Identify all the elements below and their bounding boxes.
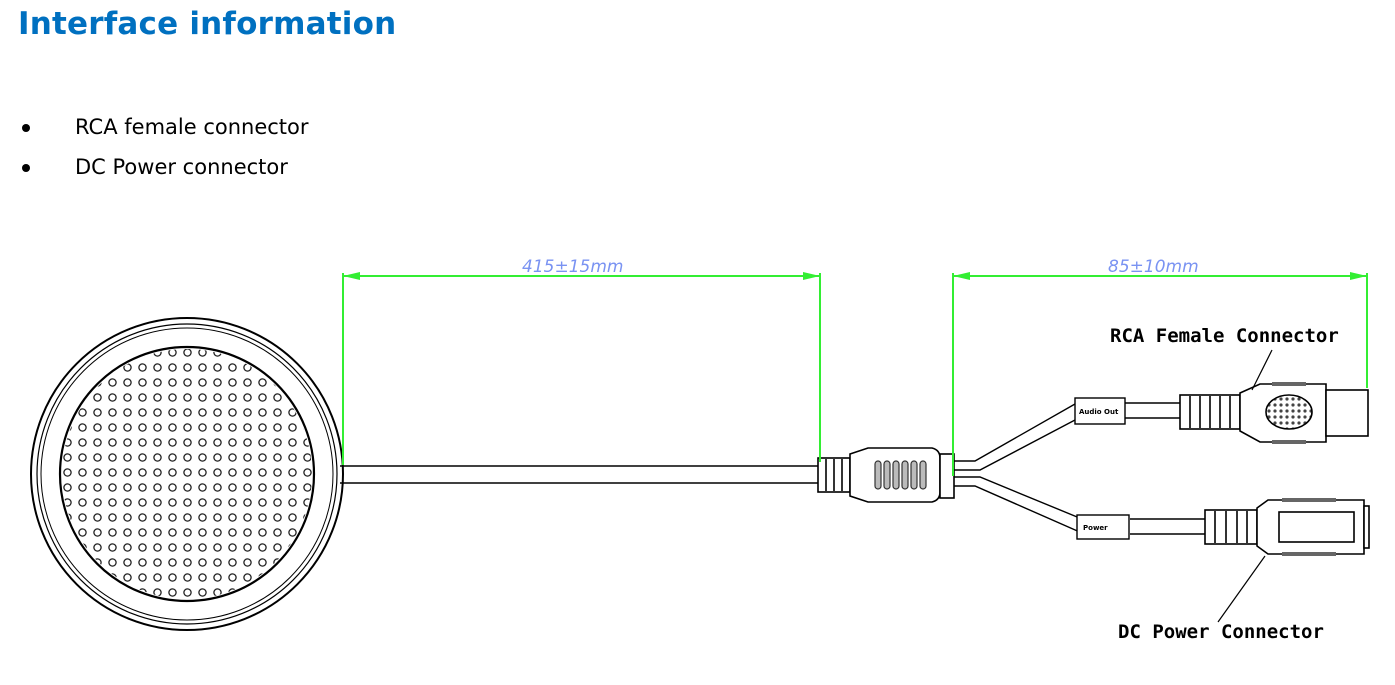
dimension-cable-label: 415±15mm — [522, 257, 623, 277]
callout-leaders — [1217, 349, 1273, 623]
section-heading: Interface information — [18, 6, 397, 42]
dimension-pigtail-length — [952, 272, 1368, 476]
main-cable — [340, 465, 822, 484]
microphone-icon — [30, 317, 344, 631]
bullet-label: DC Power connector — [75, 155, 288, 179]
bullet-item-rca: RCA female connector — [18, 112, 309, 152]
split-cables — [954, 402, 1205, 535]
bullet-item-dc: DC Power connector — [18, 152, 309, 192]
dimension-pigtail-label: 85±10mm — [1108, 257, 1199, 277]
splitter-connector-icon — [817, 447, 955, 503]
bullet-icon — [22, 124, 30, 132]
rca-connector-icon — [1179, 382, 1369, 444]
audio-out-tag: Audio Out — [1074, 397, 1126, 425]
svg-text:Audio Out: Audio Out — [1079, 408, 1119, 416]
callout-rca-label: RCA Female Connector — [1110, 325, 1339, 347]
dimension-cable-length — [342, 272, 821, 465]
power-tag: Power — [1076, 514, 1130, 540]
svg-text:Power: Power — [1083, 524, 1108, 532]
bullet-label: RCA female connector — [75, 115, 309, 139]
dc-power-connector-icon — [1204, 498, 1370, 556]
bullet-icon — [22, 164, 30, 172]
callout-dc-label: DC Power Connector — [1118, 621, 1324, 643]
bullet-list: RCA female connector DC Power connector — [18, 112, 309, 192]
